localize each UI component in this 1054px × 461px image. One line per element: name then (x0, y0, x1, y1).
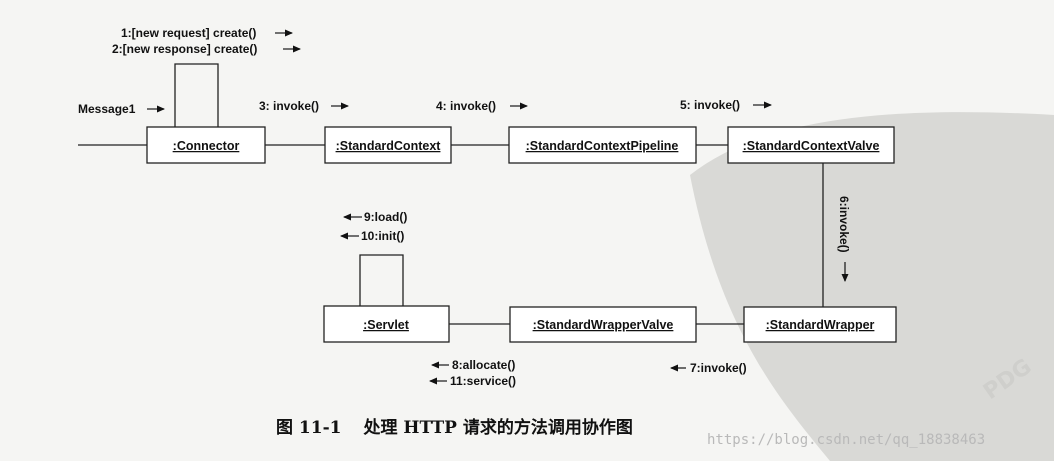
node-label: :StandardContextPipeline (526, 139, 679, 153)
message-11-label: 11:service() (450, 374, 516, 388)
node-label: :Servlet (363, 318, 410, 332)
node-standard-context-valve: :StandardContextValve (727, 126, 895, 164)
connector-self-loop (174, 63, 219, 127)
node-connector: :Connector (146, 126, 266, 164)
node-label: :StandardContextValve (743, 139, 880, 153)
message-5-label: 5: invoke() (680, 98, 740, 112)
message-6-label: 6:invoke() (837, 196, 851, 253)
message1-label: Message1 (78, 102, 136, 116)
node-standard-wrapper: :StandardWrapper (743, 306, 897, 343)
message-9-label: 9:load() (364, 210, 407, 224)
node-label: :StandardContext (336, 139, 442, 153)
watermark-seal: PDG (690, 112, 1054, 461)
node-label: :StandardWrapper (766, 318, 875, 332)
servlet-self-loop (359, 254, 404, 306)
message-3-label: 3: invoke() (259, 99, 319, 113)
message-1-label: 1:[new request] create() (121, 26, 256, 40)
figure-caption: 图 11-1 处理 HTTP 请求的方法调用协作图 (276, 413, 633, 438)
message-4-label: 4: invoke() (436, 99, 496, 113)
watermark-url: https://blog.csdn.net/qq_18838463 (707, 432, 986, 448)
node-label: :Connector (173, 139, 240, 153)
node-standard-context-pipeline: :StandardContextPipeline (508, 126, 697, 164)
figure-number: 图 11-1 (276, 418, 342, 438)
figure-title: 处理 HTTP 请求的方法调用协作图 (363, 418, 633, 438)
message-8-label: 8:allocate() (452, 358, 515, 372)
message-7-label: 7:invoke() (690, 361, 747, 375)
node-servlet: :Servlet (323, 305, 450, 343)
message-10-label: 10:init() (361, 229, 404, 243)
message-2-label: 2:[new response] create() (112, 42, 257, 56)
node-standard-wrapper-valve: :StandardWrapperValve (509, 306, 697, 343)
node-standard-context: :StandardContext (324, 126, 452, 164)
node-label: :StandardWrapperValve (533, 318, 674, 332)
